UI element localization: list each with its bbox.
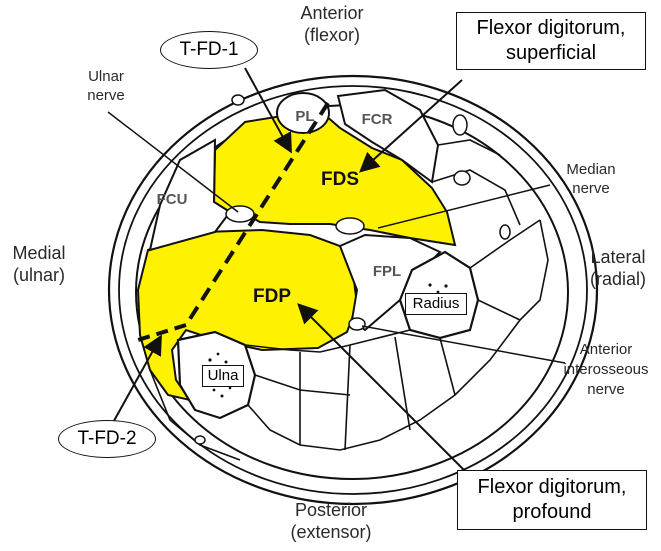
fdp-label: FDP [253, 286, 291, 307]
medial-text: Medial [12, 243, 66, 263]
pointer-lines [107, 111, 566, 364]
fds-callout-line-2: superficial [505, 42, 597, 64]
fcr-label: FCR [362, 111, 393, 128]
fdp-callout-box: Flexor digitorum, profound [457, 470, 647, 530]
fds-label: FDS [321, 169, 359, 190]
skin-outer-contour [107, 74, 599, 506]
fds-callout-line-1: Flexor digitorum, [476, 17, 626, 39]
callout-arrows [109, 67, 471, 477]
ain-line-1: Anterior [579, 341, 633, 358]
median-nerve-line-1: Median [566, 161, 616, 178]
anterior-text: Anterior [300, 3, 364, 23]
fds-callout-box: Flexor digitorum, superficial [456, 12, 646, 70]
anterior-subtext: (flexor) [303, 25, 360, 45]
posterior-text: Posterior [294, 500, 368, 520]
ain-line-2: interosseous [563, 361, 649, 378]
vessel-and-nerve-shapes [194, 94, 511, 445]
tfd1-oval-label: T-FD-1 [160, 31, 258, 69]
posterior-label: Posterior (extensor) [276, 499, 386, 543]
posterior-subtext: (extensor) [290, 522, 372, 542]
ulnar-nerve-line-2: nerve [87, 87, 125, 104]
tfd2-oval-label: T-FD-2 [58, 420, 156, 458]
median-nerve-line-2: nerve [572, 180, 610, 197]
lateral-subtext: (radial) [589, 269, 646, 289]
fcu-label: FCU [157, 191, 188, 208]
fpl-label: FPL [373, 263, 401, 280]
lateral-text: Lateral [590, 247, 646, 267]
medial-subtext: (ulnar) [12, 265, 65, 285]
fcu-muscle-region [148, 138, 232, 252]
medial-label: Medial (ulnar) [0, 242, 78, 286]
radius-label: Radius [405, 293, 467, 315]
ulnar-nerve-label: Ulnar nerve [70, 67, 142, 105]
lateral-label: Lateral (radial) [576, 246, 660, 290]
ulnar-nerve-line-1: Ulnar [88, 68, 124, 85]
fdp-callout-line-2: profound [512, 501, 592, 523]
pl-label: PL [295, 108, 314, 125]
fdp-callout-line-1: Flexor digitorum, [477, 476, 627, 498]
median-nerve-label: Median nerve [552, 160, 630, 198]
extensor-compartment-lines [149, 139, 549, 461]
anterior-interosseous-nerve-label: Anterior interosseous nerve [553, 340, 659, 400]
ulna-label: Ulna [202, 365, 244, 387]
ain-line-3: nerve [587, 381, 625, 398]
skin-inner-contour [118, 85, 588, 495]
anterior-label: Anterior (flexor) [282, 2, 382, 46]
